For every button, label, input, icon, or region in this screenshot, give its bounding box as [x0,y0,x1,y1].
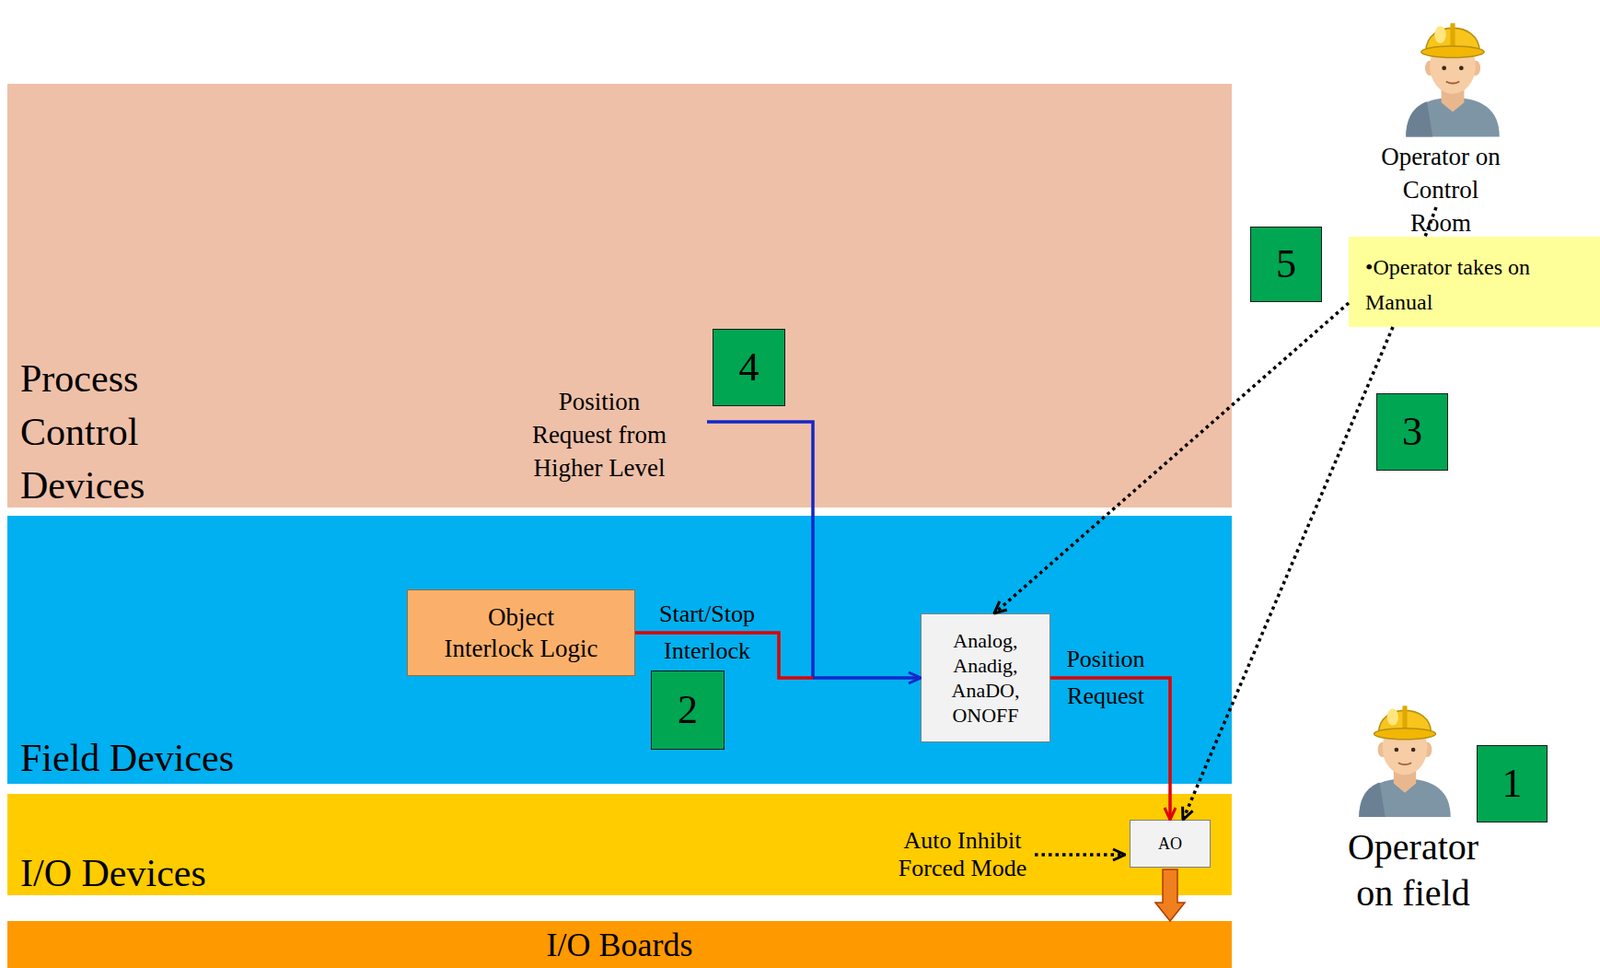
band-title: I/O Devices [20,851,207,894]
box-text: Object Interlock Logic [442,601,601,664]
connector-line [1425,207,1437,237]
box-text: Analog, Anadig, AnaDO, ONOFF [950,627,1021,728]
connector-line [1182,326,1393,820]
edge-label: Position Request [1065,640,1148,715]
connector [994,302,1349,614]
operator-caption: Operator on Control Room [1373,139,1508,240]
layer-band: I/O Devices AO [7,793,1232,895]
callout-text: 4 [739,344,760,391]
operator-eye [1394,747,1400,753]
operator-figure: Operator on Control Room [1334,1,1547,207]
signal-label: Auto Inhibit Forced Mode [896,826,1029,882]
operator-shirt-shade [1358,781,1385,817]
operator-eye [1441,66,1447,71]
connector-line [1050,677,1171,820]
process-box: Object Interlock Logic [406,589,636,676]
callout-text: 5 [1275,241,1297,288]
signal-label: Position Request from Higher Level [530,384,669,485]
operator-mouth [1398,762,1412,765]
note-box: •Operator takes on Manual [1348,236,1600,327]
hardhat-brim [1374,728,1437,740]
layer-band: I/O Boards [7,920,1232,968]
callout-text: 2 [677,686,698,733]
operator-icon [1400,1,1506,139]
connector [1050,677,1171,820]
callout-number: 3 [1376,393,1449,471]
callout-number: 2 [650,670,725,750]
connector [635,632,921,678]
edge-label: Start/Stop Interlock [657,595,757,670]
connector-line [635,632,813,678]
box-text: AO [1158,833,1183,854]
hardhat-shine [1434,25,1446,44]
label-slot: Position Request [1065,640,1148,715]
operator-icon [1348,685,1461,817]
io-box: AO [1129,819,1211,868]
operator-shirt-shade [1405,101,1433,137]
layer-band: Field Devices Object Interlock Logic Analo… [7,515,1232,784]
label-slot: Position Request from Higher Level [530,384,669,485]
callout-number: 4 [712,328,786,406]
operator-eye [1459,66,1464,71]
hardhat-shine [1387,707,1399,725]
connector [1182,326,1393,820]
callout-text: 3 [1402,408,1423,455]
connector-line [1155,869,1185,921]
process-box: Analog, Anadig, AnaDO, ONOFF [920,613,1051,743]
operator-eye [1411,747,1416,753]
connector-line [812,675,921,680]
operator-figure: Operator on field [1330,685,1496,918]
forced-mode-wire [1034,852,1125,857]
note-text: •Operator takes on Manual [1365,249,1534,320]
connector-line [994,302,1349,614]
label-slot: Start/Stop Interlock [657,595,757,670]
band-title: I/O Boards [546,924,694,965]
label-slot: Auto Inhibit Forced Mode [896,826,1029,882]
callout-number: 5 [1250,226,1322,302]
callout-text: 1 [1502,760,1523,807]
operator-mouth [1446,81,1461,83]
position-request-wire [707,421,813,678]
hardhat-brim [1421,46,1485,58]
connector [1155,869,1185,921]
band-title: Field Devices [20,734,234,781]
connector [1425,207,1437,237]
band-title: Process Control Devices [20,351,149,512]
callout-number: 1 [1476,744,1548,823]
operator-caption: Operator on field [1345,823,1481,916]
